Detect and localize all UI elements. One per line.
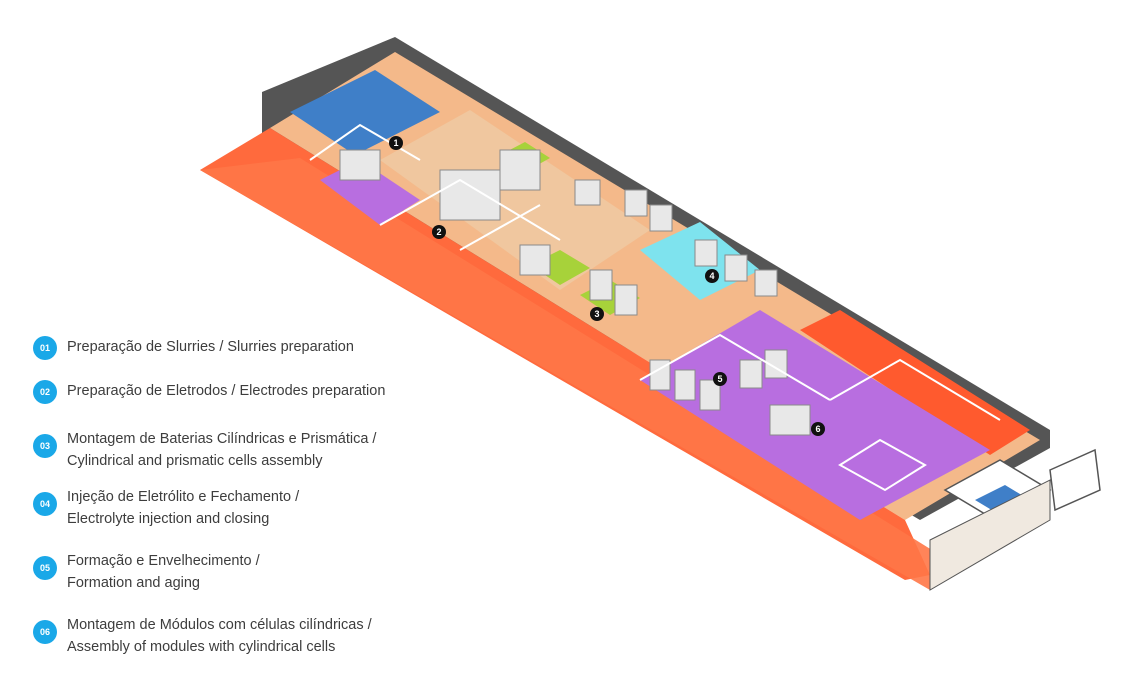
legend-item-02: 02 Preparação de Eletrodos / Electrodes … [33, 380, 385, 404]
legend-line-2: Assembly of modules with cylindrical cel… [67, 639, 336, 655]
corridor-front [200, 158, 940, 590]
marker-6: 6 [811, 422, 825, 436]
legend-item-06: 06 Montagem de Módulos com células cilín… [33, 614, 372, 658]
blue-room [290, 70, 440, 155]
blue-room-small [975, 485, 1030, 515]
legend-text-03: Montagem de Baterias Cilíndricas e Prism… [67, 428, 376, 472]
legend-text-04: Injeção de Eletrólito e Fechamento / Ele… [67, 486, 299, 530]
step-badge-03: 03 [33, 434, 57, 458]
legend-line-1: Montagem de Baterias Cilíndricas e Prism… [67, 431, 377, 447]
legend-text-06: Montagem de Módulos com células cilíndri… [67, 614, 372, 658]
room-far-right [1049, 448, 1101, 512]
legend-item-03: 03 Montagem de Baterias Cilíndricas e Pr… [33, 428, 376, 472]
red-zone-right [800, 310, 1030, 455]
legend-line-2: Cylindrical and prismatic cells assembly [67, 453, 323, 469]
marker-5: 5 [713, 372, 727, 386]
work-area [380, 110, 650, 290]
legend-line-1: Injeção de Eletrólito e Fechamento / [67, 489, 300, 505]
marker-4: 4 [705, 269, 719, 283]
marker-3: 3 [590, 307, 604, 321]
legend-text-01: Preparação de Slurries / Slurries prepar… [67, 336, 354, 358]
legend-text-02: Preparação de Eletrodos / Electrodes pre… [67, 380, 385, 402]
step-badge-02: 02 [33, 380, 57, 404]
marker-4-label: 4 [709, 271, 714, 281]
wall-front-right [929, 479, 1051, 591]
step-badge-05: 05 [33, 556, 57, 580]
legend-line-1: Preparação de Slurries / Slurries prepar… [67, 339, 354, 355]
legend-item-04: 04 Injeção de Eletrólito e Fechamento / … [33, 486, 299, 530]
marker-2-label: 2 [436, 227, 441, 237]
legend-text-05: Formação e Envelhecimento / Formation an… [67, 550, 260, 594]
legend-line-2: Formation and aging [67, 575, 200, 591]
legend-line-1: Montagem de Módulos com células cilíndri… [67, 617, 372, 633]
marker-5-label: 5 [717, 374, 722, 384]
step-badge-06: 06 [33, 620, 57, 644]
marker-3-label: 3 [594, 309, 599, 319]
legend-line-1: Formação e Envelhecimento / [67, 553, 260, 569]
marker-1-label: 1 [393, 138, 398, 148]
step-badge-04: 04 [33, 492, 57, 516]
marker-1: 1 [389, 136, 403, 150]
purple-zone-main [640, 310, 990, 520]
legend-item-05: 05 Formação e Envelhecimento / Formation… [33, 550, 260, 594]
marker-2: 2 [432, 225, 446, 239]
marker-6-label: 6 [815, 424, 820, 434]
legend-item-01: 01 Preparação de Slurries / Slurries pre… [33, 336, 354, 360]
step-badge-01: 01 [33, 336, 57, 360]
legend-line-2: Electrolyte injection and closing [67, 511, 270, 527]
glass-walls [309, 123, 1001, 492]
equipment [339, 149, 811, 436]
legend-line-1: Preparação de Eletrodos / Electrodes pre… [67, 383, 386, 399]
